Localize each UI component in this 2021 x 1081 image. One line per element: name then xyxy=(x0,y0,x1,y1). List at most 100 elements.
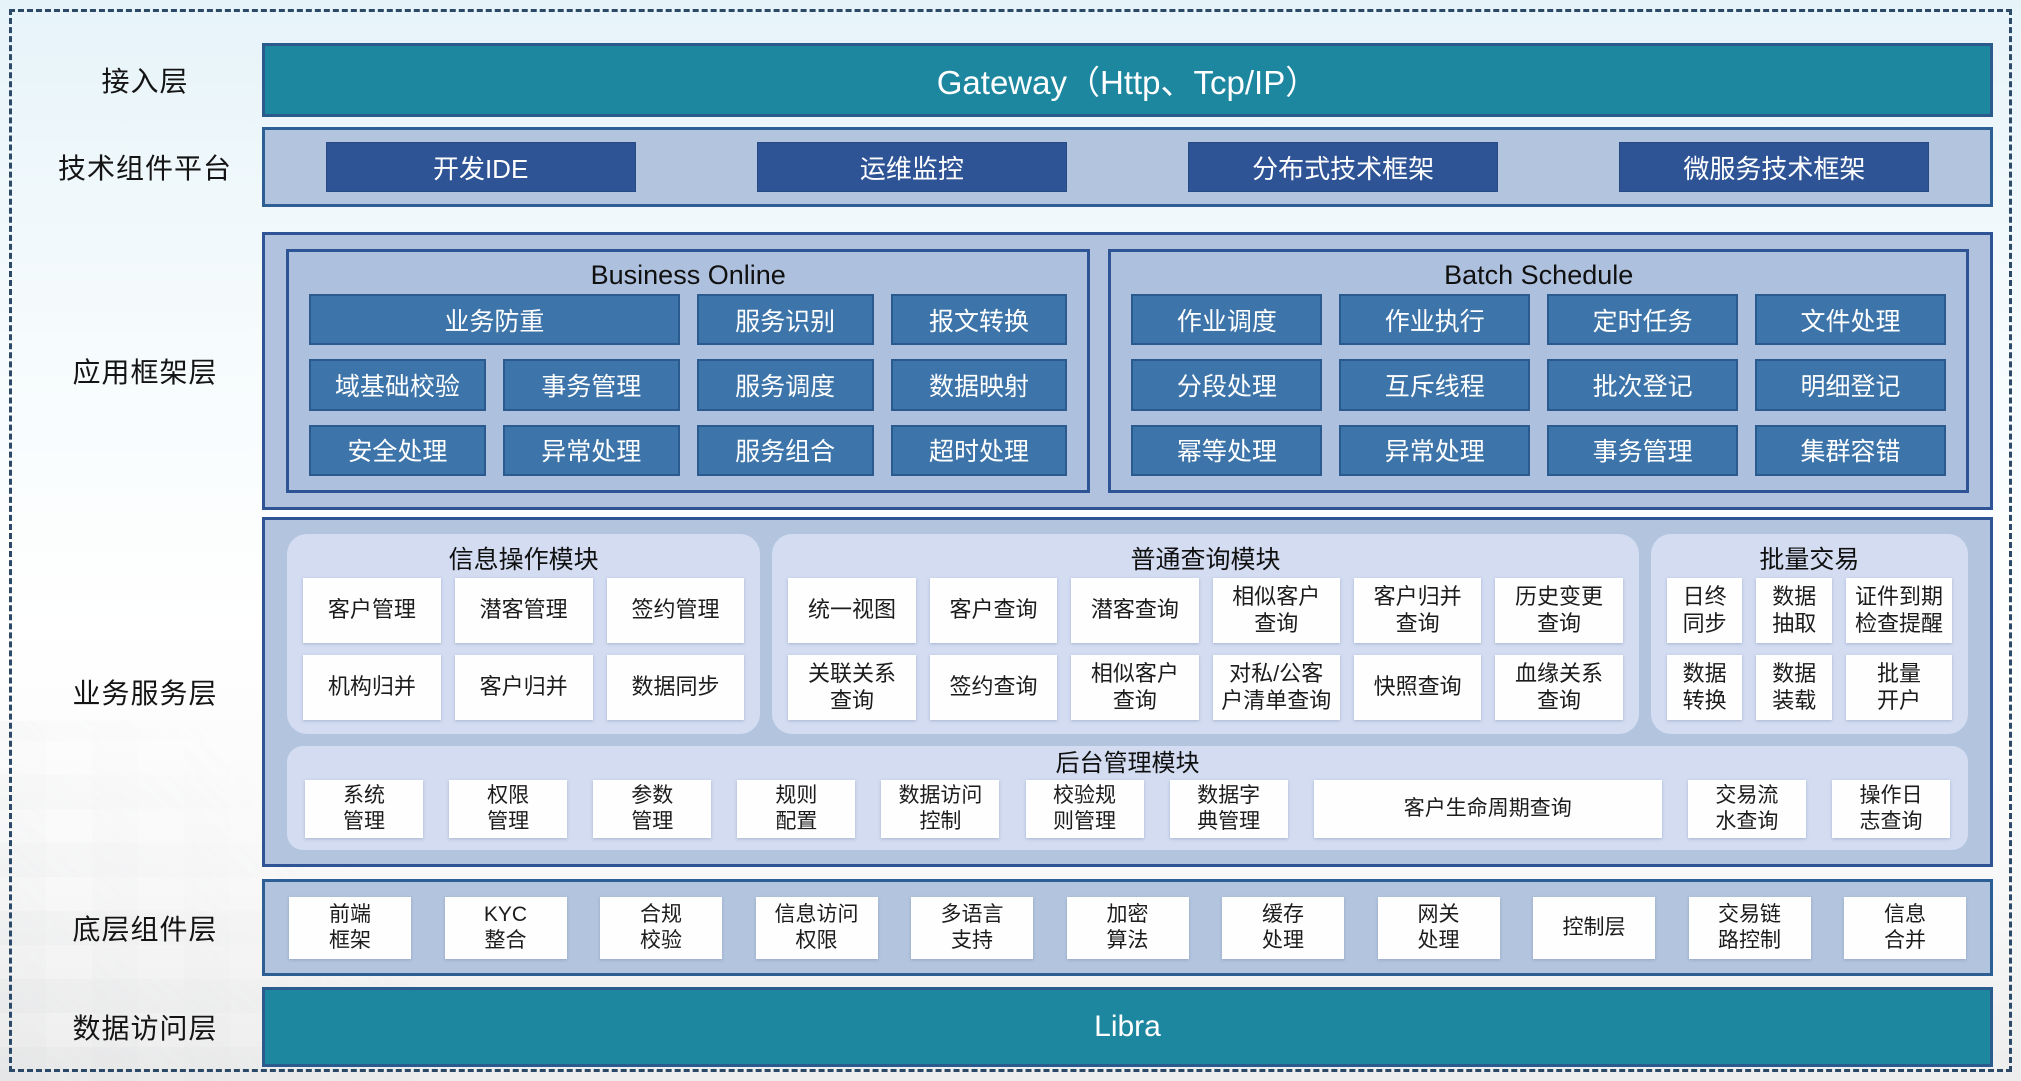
batch-schedule-title: Batch Schedule xyxy=(1444,260,1634,290)
info-operation-cell: 签约管理 xyxy=(606,578,745,643)
layer-row-access: 接入层 Gateway（Http、Tcp/IP） xyxy=(28,43,1993,117)
batch-schedule-cell: 互斥线程 xyxy=(1339,359,1531,411)
batch-trade-panel: 批量交易 日终 同步数据 抽取证件到期 检查提醒数据 转换数据 装载批量 开户 xyxy=(1650,534,1968,734)
common-query-cell: 血缘关系 查询 xyxy=(1495,655,1623,720)
common-query-cell: 客户归并 查询 xyxy=(1353,578,1482,643)
admin-module-cell: 客户生命周期查询 xyxy=(1313,780,1662,838)
base-component-cell: 加密 算法 xyxy=(1066,896,1189,959)
admin-module-cell: 参数 管理 xyxy=(593,780,712,838)
business-online-cell: 服务组合 xyxy=(696,424,874,476)
base-component-cell: 前端 框架 xyxy=(289,896,411,959)
common-query-panel: 普通查询模块 统一视图客户查询潜客查询相似客户 查询客户归并 查询历史变更 查询… xyxy=(772,534,1639,734)
batch-schedule-cell: 幂等处理 xyxy=(1131,424,1323,476)
base-component-cell: 交易链 路控制 xyxy=(1688,896,1811,959)
batch-trade-grid: 日终 同步数据 抽取证件到期 检查提醒数据 转换数据 装载批量 开户 xyxy=(1666,578,1952,720)
base-component-cell: 信息访问 权限 xyxy=(755,896,878,959)
admin-module-cell: 系统 管理 xyxy=(305,780,423,838)
business-online-group: Business Online 业务防重服务识别报文转换域基础校验事务管理服务调… xyxy=(286,249,1091,493)
business-online-grid: 业务防重服务识别报文转换域基础校验事务管理服务调度数据映射安全处理异常处理服务组… xyxy=(309,294,1068,476)
business-online-cell: 域基础校验 xyxy=(309,359,486,411)
common-query-cell: 快照查询 xyxy=(1353,655,1482,720)
business-online-cell: 数据映射 xyxy=(890,359,1068,411)
common-query-title: 普通查询模块 xyxy=(1130,546,1281,574)
layer-label-base-components: 底层组件层 xyxy=(72,913,218,945)
batch-schedule-cell: 事务管理 xyxy=(1547,424,1739,476)
admin-module-cell: 权限 管理 xyxy=(449,780,568,838)
info-operation-cell: 客户归并 xyxy=(454,655,593,720)
common-query-cell: 相似客户 查询 xyxy=(1212,578,1340,643)
admin-module-cell: 交易流 水查询 xyxy=(1687,780,1806,838)
business-online-cell: 超时处理 xyxy=(890,424,1068,476)
business-service-top-panels: 信息操作模块 客户管理潜客管理签约管理机构归并客户归并数据同步 普通查询模块 统… xyxy=(287,534,1968,734)
business-online-cell: 业务防重 xyxy=(309,294,680,346)
base-component-cell: 控制层 xyxy=(1533,896,1655,959)
admin-module-cell: 数据字 典管理 xyxy=(1169,780,1288,838)
common-query-cell: 对私/公客 户清单查询 xyxy=(1212,655,1340,720)
info-operation-title: 信息操作模块 xyxy=(448,546,599,574)
admin-module-cell: 数据访问 控制 xyxy=(881,780,1000,838)
gateway-bar: Gateway（Http、Tcp/IP） xyxy=(262,43,1993,117)
layer-row-data-access: 数据访问层 Libra xyxy=(28,987,1993,1067)
batch-schedule-cell: 文件处理 xyxy=(1755,294,1946,346)
common-query-grid: 统一视图客户查询潜客查询相似客户 查询客户归并 查询历史变更 查询关联关系 查询… xyxy=(788,578,1623,720)
batch-schedule-cell: 批次登记 xyxy=(1547,359,1739,411)
common-query-cell: 客户查询 xyxy=(929,578,1058,643)
batch-schedule-cell: 作业执行 xyxy=(1339,294,1531,346)
batch-trade-cell: 数据 装载 xyxy=(1756,655,1833,720)
tech-platform-item: 运维监控 xyxy=(756,142,1067,192)
info-operation-panel: 信息操作模块 客户管理潜客管理签约管理机构归并客户归并数据同步 xyxy=(287,534,761,734)
base-component-cell: 合规 校验 xyxy=(600,896,722,959)
batch-schedule-cell: 分段处理 xyxy=(1131,359,1323,411)
base-component-cell: KYC 整合 xyxy=(444,896,567,959)
batch-trade-cell: 数据 抽取 xyxy=(1756,578,1833,643)
base-component-cell: 网关 处理 xyxy=(1377,896,1500,959)
layer-label-business-service: 业务服务层 xyxy=(72,678,218,709)
batch-schedule-cell: 集群容错 xyxy=(1755,424,1946,476)
admin-module-row: 系统 管理权限 管理参数 管理规则 配置数据访问 控制校验规 则管理数据字 典管… xyxy=(305,780,1950,838)
info-operation-cell: 机构归并 xyxy=(303,655,441,720)
libra-bar: Libra xyxy=(262,987,1993,1067)
business-online-cell: 服务调度 xyxy=(696,359,874,411)
batch-schedule-cell: 作业调度 xyxy=(1131,294,1323,346)
batch-schedule-group: Batch Schedule 作业调度作业执行定时任务文件处理分段处理互斥线程批… xyxy=(1108,249,1969,493)
admin-module-title: 后台管理模块 xyxy=(1055,750,1200,777)
layer-label-app-framework: 应用框架层 xyxy=(72,357,218,388)
layer-row-app-framework: 应用框架层 Business Online 业务防重服务识别报文转换域基础校验事… xyxy=(28,232,1993,510)
info-operation-cell: 客户管理 xyxy=(303,578,441,643)
layer-label-tech-platform: 技术组件平台 xyxy=(57,153,232,184)
business-online-cell: 服务识别 xyxy=(696,294,874,346)
batch-schedule-cell: 异常处理 xyxy=(1339,424,1531,476)
batch-schedule-grid: 作业调度作业执行定时任务文件处理分段处理互斥线程批次登记明细登记幂等处理异常处理… xyxy=(1131,294,1946,476)
layer-label-data-access: 数据访问层 xyxy=(72,1013,218,1044)
base-component-cell: 缓存 处理 xyxy=(1222,896,1344,959)
app-framework-container: Business Online 业务防重服务识别报文转换域基础校验事务管理服务调… xyxy=(262,232,1993,510)
info-operation-cell: 数据同步 xyxy=(606,655,745,720)
info-operation-grid: 客户管理潜客管理签约管理机构归并客户归并数据同步 xyxy=(303,578,745,720)
tech-platform-item: 微服务技术框架 xyxy=(1619,142,1930,192)
business-online-cell: 报文转换 xyxy=(890,294,1068,346)
admin-module-cell: 规则 配置 xyxy=(737,780,856,838)
business-service-container: 信息操作模块 客户管理潜客管理签约管理机构归并客户归并数据同步 普通查询模块 统… xyxy=(262,517,1993,867)
layer-label-access: 接入层 xyxy=(101,66,189,97)
business-online-cell: 事务管理 xyxy=(502,359,680,411)
admin-module-cell: 操作日 志查询 xyxy=(1831,780,1950,838)
common-query-cell: 历史变更 查询 xyxy=(1495,578,1623,643)
batch-trade-cell: 批量 开户 xyxy=(1846,655,1952,720)
common-query-cell: 签约查询 xyxy=(929,655,1058,720)
layer-row-business-service: 业务服务层 信息操作模块 客户管理潜客管理签约管理机构归并客户归并数据同步 普通… xyxy=(28,517,1993,867)
base-component-cell: 信息 合并 xyxy=(1844,896,1966,959)
business-online-title: Business Online xyxy=(590,260,786,290)
common-query-cell: 潜客查询 xyxy=(1071,578,1199,643)
batch-trade-cell: 日终 同步 xyxy=(1666,578,1743,643)
batch-trade-title: 批量交易 xyxy=(1759,546,1860,574)
common-query-cell: 关联关系 查询 xyxy=(788,655,916,720)
admin-module-panel: 后台管理模块 系统 管理权限 管理参数 管理规则 配置数据访问 控制校验规 则管… xyxy=(287,746,1968,850)
business-online-cell: 异常处理 xyxy=(502,424,680,476)
tech-platform-item: 开发IDE xyxy=(325,142,636,192)
batch-trade-cell: 数据 转换 xyxy=(1666,655,1743,720)
common-query-cell: 相似客户 查询 xyxy=(1071,655,1199,720)
